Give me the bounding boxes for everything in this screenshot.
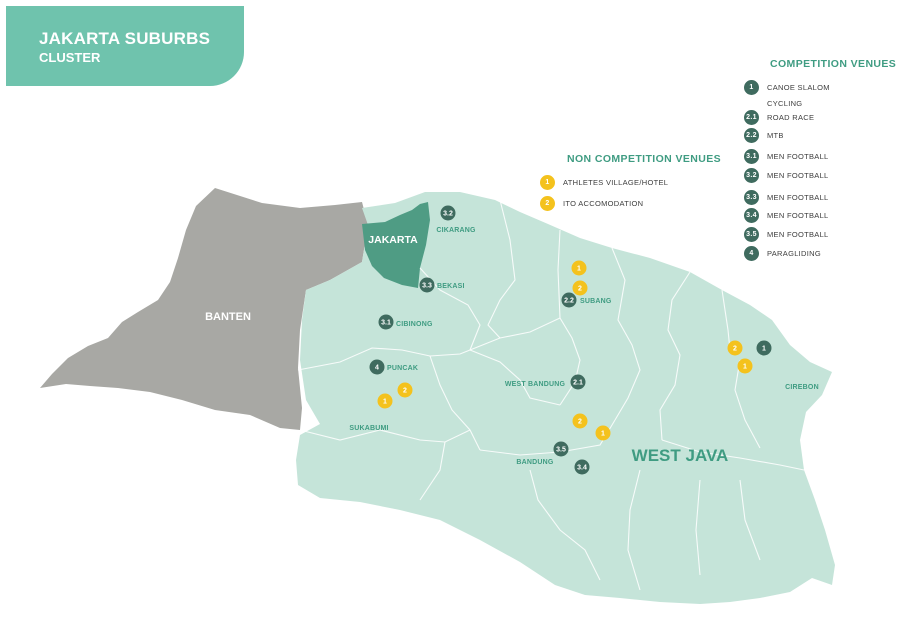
subang-label: SUBANG	[580, 298, 612, 305]
svg-text:1: 1	[743, 364, 747, 371]
legend-label: MEN FOOTBALL	[767, 210, 829, 220]
west-bandung-label: WEST BANDUNG	[505, 381, 566, 388]
legend-label: MEN FOOTBALL	[767, 229, 829, 239]
svg-text:3.2: 3.2	[443, 211, 453, 218]
legend-badge: 2.2	[744, 127, 759, 143]
bekasi-label: BEKASI	[437, 283, 465, 290]
legend-label: ITO ACCOMODATION	[563, 198, 644, 208]
svg-text:2: 2	[578, 286, 582, 293]
legend-label: MEN FOOTBALL	[767, 151, 829, 161]
svg-text:1: 1	[601, 431, 605, 438]
svg-text:3.1: 3.1	[381, 320, 391, 327]
legend-label: CANOE SLALOM	[767, 82, 830, 92]
venue-marker-bandung-35[interactable]: 3.5	[553, 441, 569, 457]
venue-marker-subang[interactable]: 2.2	[561, 292, 577, 308]
competition-legend-item: 3.2 MEN FOOTBALL	[744, 167, 829, 183]
banten-label: BANTEN	[205, 311, 251, 323]
sukabumi-label: SUKABUMI	[349, 425, 388, 432]
non-venue-marker-cirebon-2[interactable]: 2	[727, 340, 743, 356]
jakarta-label: JAKARTA	[368, 234, 418, 246]
competition-legend-item: 4 PARAGLIDING	[744, 245, 821, 261]
svg-text:1: 1	[383, 399, 387, 406]
legend-badge: 3.3	[744, 189, 759, 205]
west-java-region	[296, 192, 835, 604]
non-venue-marker-bandung-1[interactable]: 1	[595, 425, 611, 441]
svg-text:3.3: 3.3	[422, 283, 432, 290]
non-venue-marker-subang-1[interactable]: 1	[571, 260, 587, 276]
west-java-label: WEST JAVA	[632, 446, 729, 465]
svg-text:2: 2	[733, 346, 737, 353]
non-competition-legend-title: NON COMPETITION VENUES	[567, 153, 722, 165]
legend-label: PARAGLIDING	[767, 248, 822, 258]
legend-badge: 1	[744, 79, 759, 95]
competition-legend-title: COMPETITION VENUES	[770, 58, 897, 70]
legend-badge: 3.4	[744, 207, 759, 223]
cluster-subtitle: CLUSTER	[39, 50, 101, 65]
venue-marker-cikarang[interactable]: 3.2	[440, 205, 456, 221]
legend-badge: 2.1	[744, 109, 759, 125]
svg-text:1: 1	[577, 266, 581, 273]
competition-legend-item: 3.3 MEN FOOTBALL	[744, 189, 829, 205]
legend-label: ATHLETES VILLAGE/HOTEL	[563, 177, 669, 187]
competition-legend-item: 2.2 MTB	[744, 127, 784, 143]
cluster-title-banner: JAKARTA SUBURBS CLUSTER	[6, 6, 244, 86]
non-venue-marker-bandung-2[interactable]: 2	[572, 413, 588, 429]
legend-badge: 4	[744, 245, 759, 261]
non-venue-marker-subang-2[interactable]: 2	[572, 280, 588, 296]
cirebon-label: CIREBON	[785, 384, 819, 391]
legend-label: ROAD RACE	[767, 112, 815, 122]
venue-marker-west-bandung[interactable]: 2.1	[570, 374, 586, 390]
competition-legend-item: 3.5 MEN FOOTBALL	[744, 226, 829, 242]
cikarang-label: CIKARANG	[436, 227, 476, 234]
legend-label: MEN FOOTBALL	[767, 192, 829, 202]
cibinong-label: CIBINONG	[396, 321, 433, 328]
legend-badge: 1	[540, 174, 555, 190]
bandung-label: BANDUNG	[516, 459, 554, 466]
svg-text:3.4: 3.4	[577, 465, 587, 472]
competition-legend-item: 1 CANOE SLALOM	[744, 79, 830, 95]
venue-marker-bandung-34[interactable]: 3.4	[574, 459, 590, 475]
venue-marker-puncak[interactable]: 4	[369, 359, 385, 375]
puncak-label: PUNCAK	[387, 365, 418, 372]
non-competition-legend-item: 1 ATHLETES VILLAGE/HOTEL	[540, 174, 668, 190]
svg-text:1: 1	[762, 346, 766, 353]
non-competition-legend-item: 2 ITO ACCOMODATION	[540, 195, 643, 211]
svg-text:2: 2	[403, 388, 407, 395]
competition-legend-item: 3.1 MEN FOOTBALL	[744, 148, 829, 164]
cycling-heading: CYCLING	[767, 99, 803, 108]
banten-region	[40, 188, 368, 430]
cluster-title: JAKARTA SUBURBS	[39, 29, 211, 48]
competition-legend-item: 2.1 ROAD RACE	[744, 109, 814, 125]
non-venue-marker-cirebon-1[interactable]: 1	[737, 358, 753, 374]
venue-marker-cirebon[interactable]: 1	[756, 340, 772, 356]
venue-marker-cibinong[interactable]: 3.1	[378, 314, 394, 330]
legend-badge: 3.5	[744, 226, 759, 242]
legend-label: MTB	[767, 130, 784, 140]
venue-marker-bekasi[interactable]: 3.3	[419, 277, 435, 293]
svg-text:3.5: 3.5	[556, 447, 566, 454]
legend-badge: 3.1	[744, 148, 759, 164]
legend-label: MEN FOOTBALL	[767, 170, 829, 180]
non-venue-marker-sukabumi-2[interactable]: 2	[397, 382, 413, 398]
legend-badge: 2	[540, 195, 555, 211]
jakarta-region	[362, 202, 430, 288]
non-venue-marker-sukabumi-1[interactable]: 1	[377, 393, 393, 409]
svg-text:2: 2	[578, 419, 582, 426]
svg-text:2.2: 2.2	[564, 298, 574, 305]
svg-text:4: 4	[375, 365, 379, 372]
svg-text:2.1: 2.1	[573, 380, 583, 387]
legend-badge: 3.2	[744, 167, 759, 183]
competition-legend-item: 3.4 MEN FOOTBALL	[744, 207, 829, 223]
